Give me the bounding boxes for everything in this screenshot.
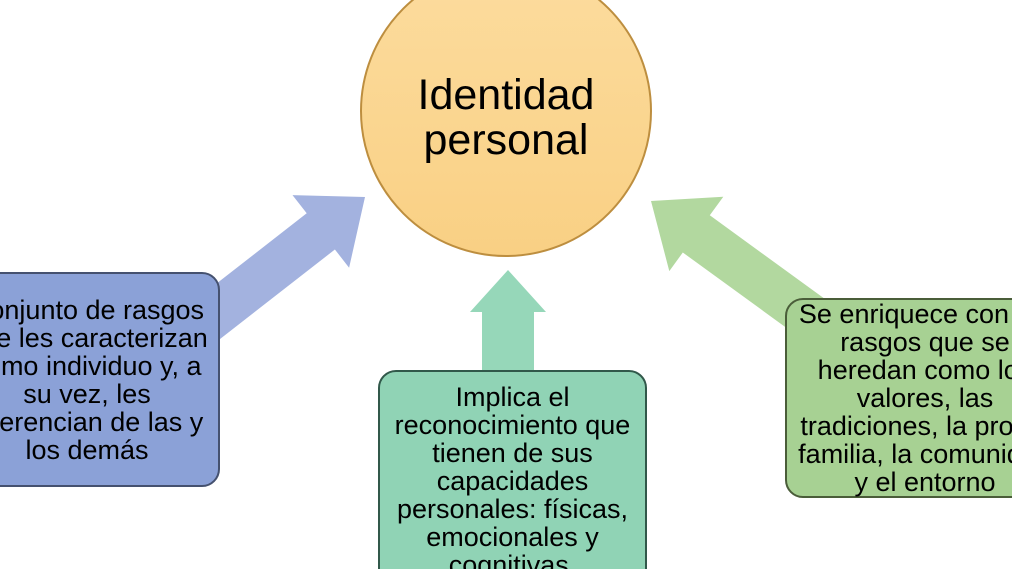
central-topic-label: Identidad personal bbox=[417, 71, 595, 164]
node-box-right-label: Se enriquece con los rasgos que se hered… bbox=[798, 299, 1012, 497]
node-box-center-label: Implica el reconocimiento que tienen de … bbox=[394, 382, 631, 569]
node-box-left-label: Conjunto de rasgos que les caracterizan … bbox=[0, 294, 208, 465]
node-box-center: Implica el reconocimiento que tienen de … bbox=[378, 370, 647, 569]
central-topic-circle: Identidad personal bbox=[360, 0, 652, 257]
node-box-right: Se enriquece con los rasgos que se hered… bbox=[785, 298, 1012, 498]
center-arrow-icon bbox=[470, 270, 546, 378]
node-box-left: Conjunto de rasgos que les caracterizan … bbox=[0, 272, 220, 487]
